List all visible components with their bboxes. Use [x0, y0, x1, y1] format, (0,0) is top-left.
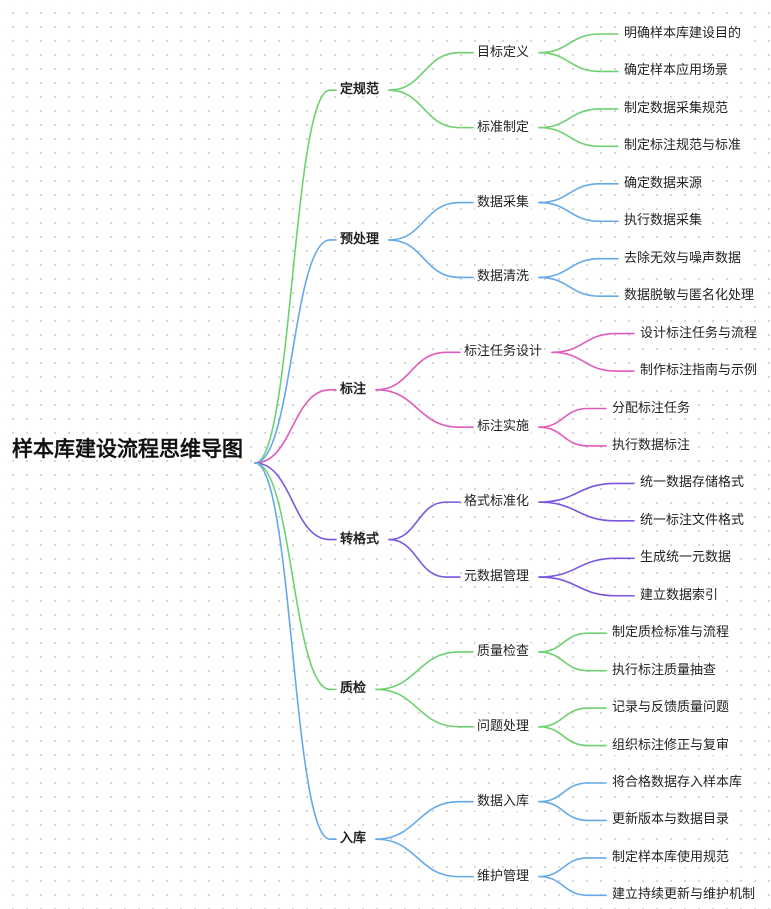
l2-connector-4-0: [375, 651, 460, 691]
leaf-node[interactable]: 制定标注规范与标准: [622, 137, 744, 156]
leaf-node[interactable]: 更新版本与数据目录: [610, 811, 732, 830]
leaf-node[interactable]: 生成统一元数据: [638, 549, 734, 568]
leaf-connector-5-0-0: [538, 782, 589, 803]
root-connector-1: [254, 239, 331, 464]
branch-node[interactable]: 质检: [340, 681, 367, 697]
subtopic-node[interactable]: 目标定义: [475, 43, 532, 62]
leaf-node[interactable]: 制定样本库使用规范: [610, 848, 732, 867]
root-connector-0: [254, 89, 331, 464]
l2-connector-4-1: [375, 688, 460, 728]
leaf-connector-4-1-0: [538, 707, 589, 728]
l2-connector-1-1: [388, 239, 460, 279]
leaf-node[interactable]: 制作标注指南与示例: [638, 362, 760, 381]
leaf-connector-5-1-1: [538, 875, 589, 897]
leaf-node[interactable]: 确定数据来源: [622, 174, 705, 193]
leaf-node[interactable]: 统一标注文件格式: [638, 511, 747, 530]
leaf-connector-1-0-0: [538, 183, 601, 204]
root-connector-2: [254, 388, 331, 464]
leaf-node[interactable]: 去除无效与噪声数据: [622, 249, 744, 268]
l2-connector-0-1: [388, 89, 460, 129]
leaf-connector-2-0-0: [551, 332, 617, 354]
root-connector-4: [254, 462, 331, 691]
l2-connector-5-1: [375, 838, 460, 878]
subtopic-node[interactable]: 数据清洗: [475, 268, 532, 287]
leaf-node[interactable]: 组织标注修正与复审: [610, 736, 732, 755]
subtopic-node[interactable]: 数据入库: [475, 792, 532, 811]
leaf-node[interactable]: 分配标注任务: [610, 399, 693, 418]
leaf-node[interactable]: 执行数据采集: [622, 212, 705, 231]
root-node[interactable]: 样本库建设流程思维导图: [12, 437, 243, 461]
leaf-connector-0-0-0: [538, 33, 601, 54]
subtopic-node[interactable]: 问题处理: [475, 717, 532, 736]
leaf-connector-3-0-1: [538, 501, 617, 522]
l2-connector-5-0: [375, 800, 460, 840]
leaf-connector-3-1-0: [538, 557, 617, 578]
leaf-connector-5-1-0: [538, 857, 589, 878]
leaf-connector-1-1-0: [538, 257, 601, 279]
branch-node[interactable]: 入库: [340, 831, 367, 847]
subtopic-node[interactable]: 格式标准化: [462, 493, 532, 512]
subtopic-node[interactable]: 标准制定: [475, 118, 532, 137]
subtopic-node[interactable]: 标注实施: [475, 418, 532, 437]
leaf-connector-0-1-1: [538, 126, 601, 148]
leaf-node[interactable]: 将合格数据存入样本库: [610, 774, 745, 792]
leaf-connector-0-0-1: [538, 51, 601, 73]
leaf-connector-3-1-1: [538, 576, 617, 597]
leaf-connector-4-0-0: [538, 632, 589, 653]
root-connector-5: [254, 462, 331, 840]
root-connector-3: [254, 462, 331, 541]
leaf-node[interactable]: 设计标注任务与流程: [638, 324, 760, 343]
leaf-node[interactable]: 制定质检标准与流程: [610, 624, 732, 643]
leaf-node[interactable]: 制定数据采集规范: [622, 99, 731, 118]
leaf-connector-3-0-0: [538, 482, 617, 503]
leaf-connector-5-0-1: [538, 800, 589, 822]
l2-connector-2-0: [375, 351, 447, 391]
l2-connector-2-1: [375, 388, 460, 429]
subtopic-node[interactable]: 元数据管理: [462, 568, 532, 587]
l2-connector-3-1: [388, 538, 447, 578]
leaf-node[interactable]: 确定样本应用场景: [622, 62, 731, 81]
leaf-connector-1-0-1: [538, 201, 601, 223]
leaf-connector-2-0-1: [551, 351, 617, 372]
branch-node[interactable]: 定规范: [340, 82, 380, 98]
leaf-node[interactable]: 建立持续更新与维护机制: [610, 886, 758, 905]
branch-node[interactable]: 预处理: [340, 231, 380, 247]
branch-node[interactable]: 标注: [340, 381, 367, 397]
l2-connector-1-0: [388, 201, 460, 241]
leaf-node[interactable]: 记录与反馈质量问题: [610, 699, 732, 718]
leaf-connector-4-1-1: [538, 726, 589, 747]
leaf-connector-2-1-1: [538, 426, 589, 447]
leaf-connector-0-1-0: [538, 108, 601, 129]
branch-node[interactable]: 转格式: [340, 531, 380, 547]
leaf-node[interactable]: 执行标注质量抽查: [610, 661, 719, 680]
leaf-connector-2-1-0: [538, 407, 589, 429]
subtopic-node[interactable]: 质量检查: [475, 642, 532, 661]
leaf-connector-1-1-1: [538, 276, 601, 297]
leaf-node[interactable]: 执行数据标注: [610, 436, 693, 455]
leaf-node[interactable]: 统一数据存储格式: [638, 474, 747, 493]
leaf-connector-4-0-1: [538, 651, 589, 672]
subtopic-node[interactable]: 维护管理: [475, 867, 532, 886]
l2-connector-3-0: [388, 501, 447, 541]
leaf-node[interactable]: 明确样本库建设目的: [622, 25, 744, 43]
l2-connector-0-0: [388, 51, 460, 91]
leaf-node[interactable]: 建立数据索引: [638, 586, 721, 605]
subtopic-node[interactable]: 数据采集: [475, 193, 532, 212]
leaf-node[interactable]: 数据脱敏与匿名化处理: [622, 287, 757, 306]
subtopic-node[interactable]: 标注任务设计: [462, 343, 545, 362]
